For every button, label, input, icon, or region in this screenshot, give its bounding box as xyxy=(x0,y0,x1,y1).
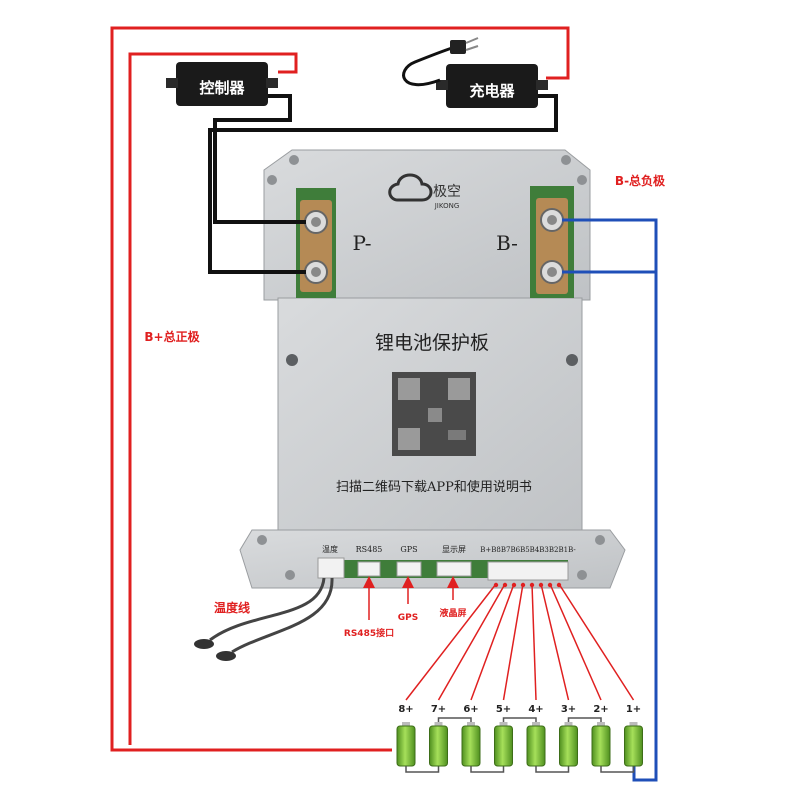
battery-cell xyxy=(624,725,643,767)
battery-cell xyxy=(461,725,481,767)
scan-instruction: 扫描二维码下载APP和使用说明书 xyxy=(336,479,532,495)
balance-wires xyxy=(405,582,635,701)
controller-device: 控制器 xyxy=(166,62,278,106)
cell-label: 7+ xyxy=(431,704,446,715)
battery-cells: 8+ 7+ 6+ 5+ 4+ 3+ 2+ 1+ xyxy=(396,704,643,773)
balance-wire-8+ xyxy=(405,583,497,701)
balance-pin-3+ xyxy=(538,582,544,588)
port-arrows xyxy=(363,576,459,620)
annotation-b-total-positive: B+总正极 xyxy=(144,329,200,344)
charger-label: 充电器 xyxy=(469,82,515,100)
logo-en-text: JIKONG xyxy=(434,202,460,210)
balance-pin-1+ xyxy=(556,582,562,588)
red-positive-wire xyxy=(110,26,570,752)
series-link xyxy=(502,717,537,722)
port-rs485-label: RS485 xyxy=(356,545,383,554)
battery-cell xyxy=(526,725,546,767)
balance-pin-8+ xyxy=(493,582,499,588)
b-minus-label: B- xyxy=(496,231,518,255)
port-balance-label: B+B8B7B6B5B4B3B2B1B- xyxy=(480,546,576,554)
annotation-gps: GPS xyxy=(398,613,418,623)
black-wires xyxy=(208,94,558,274)
cell-label: 6+ xyxy=(463,704,478,715)
cell-cap xyxy=(499,722,508,727)
cell-cap xyxy=(434,722,443,727)
balance-pin-4+ xyxy=(529,582,535,588)
logo-cn-text: 极空 xyxy=(433,184,461,200)
balance-wire-7+ xyxy=(437,583,506,701)
connectors xyxy=(317,557,569,581)
board-title: 锂电池保护板 xyxy=(375,332,489,354)
annotation-rs485-port: RS485接口 xyxy=(344,627,394,639)
battery-cell xyxy=(559,725,578,767)
battery-cell xyxy=(591,725,611,767)
balance-wire-6+ xyxy=(470,583,515,701)
series-link xyxy=(567,717,602,722)
power-plug-icon xyxy=(402,37,479,87)
cell-cap xyxy=(564,722,573,727)
p-minus-label: P- xyxy=(352,231,371,255)
balance-wire-2+ xyxy=(549,583,602,701)
qr-code xyxy=(392,372,476,456)
battery-cell xyxy=(396,725,416,767)
p-minus-terminals xyxy=(300,200,332,292)
balance-pin-5+ xyxy=(520,582,526,588)
balance-wire-3+ xyxy=(540,583,570,701)
port-display-label: 显示屏 xyxy=(442,545,466,554)
cell-cap xyxy=(532,722,540,727)
temperature-wires xyxy=(209,577,334,654)
balance-wire-4+ xyxy=(531,583,537,701)
port-temp-label: 温度 xyxy=(322,544,338,554)
charger-device: 充电器 xyxy=(436,64,548,108)
cell-cap xyxy=(597,722,605,727)
battery-cell xyxy=(494,725,513,767)
series-link xyxy=(600,766,635,773)
balance-pin-7+ xyxy=(502,582,508,588)
cell-cap xyxy=(629,722,638,727)
blue-negative-wire xyxy=(562,218,658,782)
balance-wire-5+ xyxy=(502,583,524,701)
controller-label: 控制器 xyxy=(199,79,245,97)
battery-cell xyxy=(429,725,448,767)
cell-cap xyxy=(402,722,410,727)
cell-label: 3+ xyxy=(561,704,576,715)
cell-label: 4+ xyxy=(528,704,543,715)
cell-label: 1+ xyxy=(626,704,641,715)
series-link xyxy=(535,766,570,773)
balance-pin-2+ xyxy=(547,582,553,588)
series-link xyxy=(437,717,472,722)
annotation-b-total-negative: B-总负极 xyxy=(615,173,666,188)
annotation-lcd: 液晶屏 xyxy=(439,607,466,619)
cell-label: 5+ xyxy=(496,704,511,715)
port-gps-label: GPS xyxy=(400,545,417,554)
balance-wire-1+ xyxy=(558,583,635,701)
annotation-temp-wire: 温度线 xyxy=(214,600,250,615)
cell-cap xyxy=(467,722,475,727)
series-link xyxy=(470,766,505,773)
b-minus-terminals xyxy=(536,198,568,294)
temperature-probes xyxy=(194,639,236,661)
cell-label: 8+ xyxy=(398,704,413,715)
jikong-logo: 极空 JIKONG xyxy=(388,173,461,210)
series-link xyxy=(405,766,440,773)
balance-pin-6+ xyxy=(511,582,517,588)
cell-label: 2+ xyxy=(593,704,608,715)
